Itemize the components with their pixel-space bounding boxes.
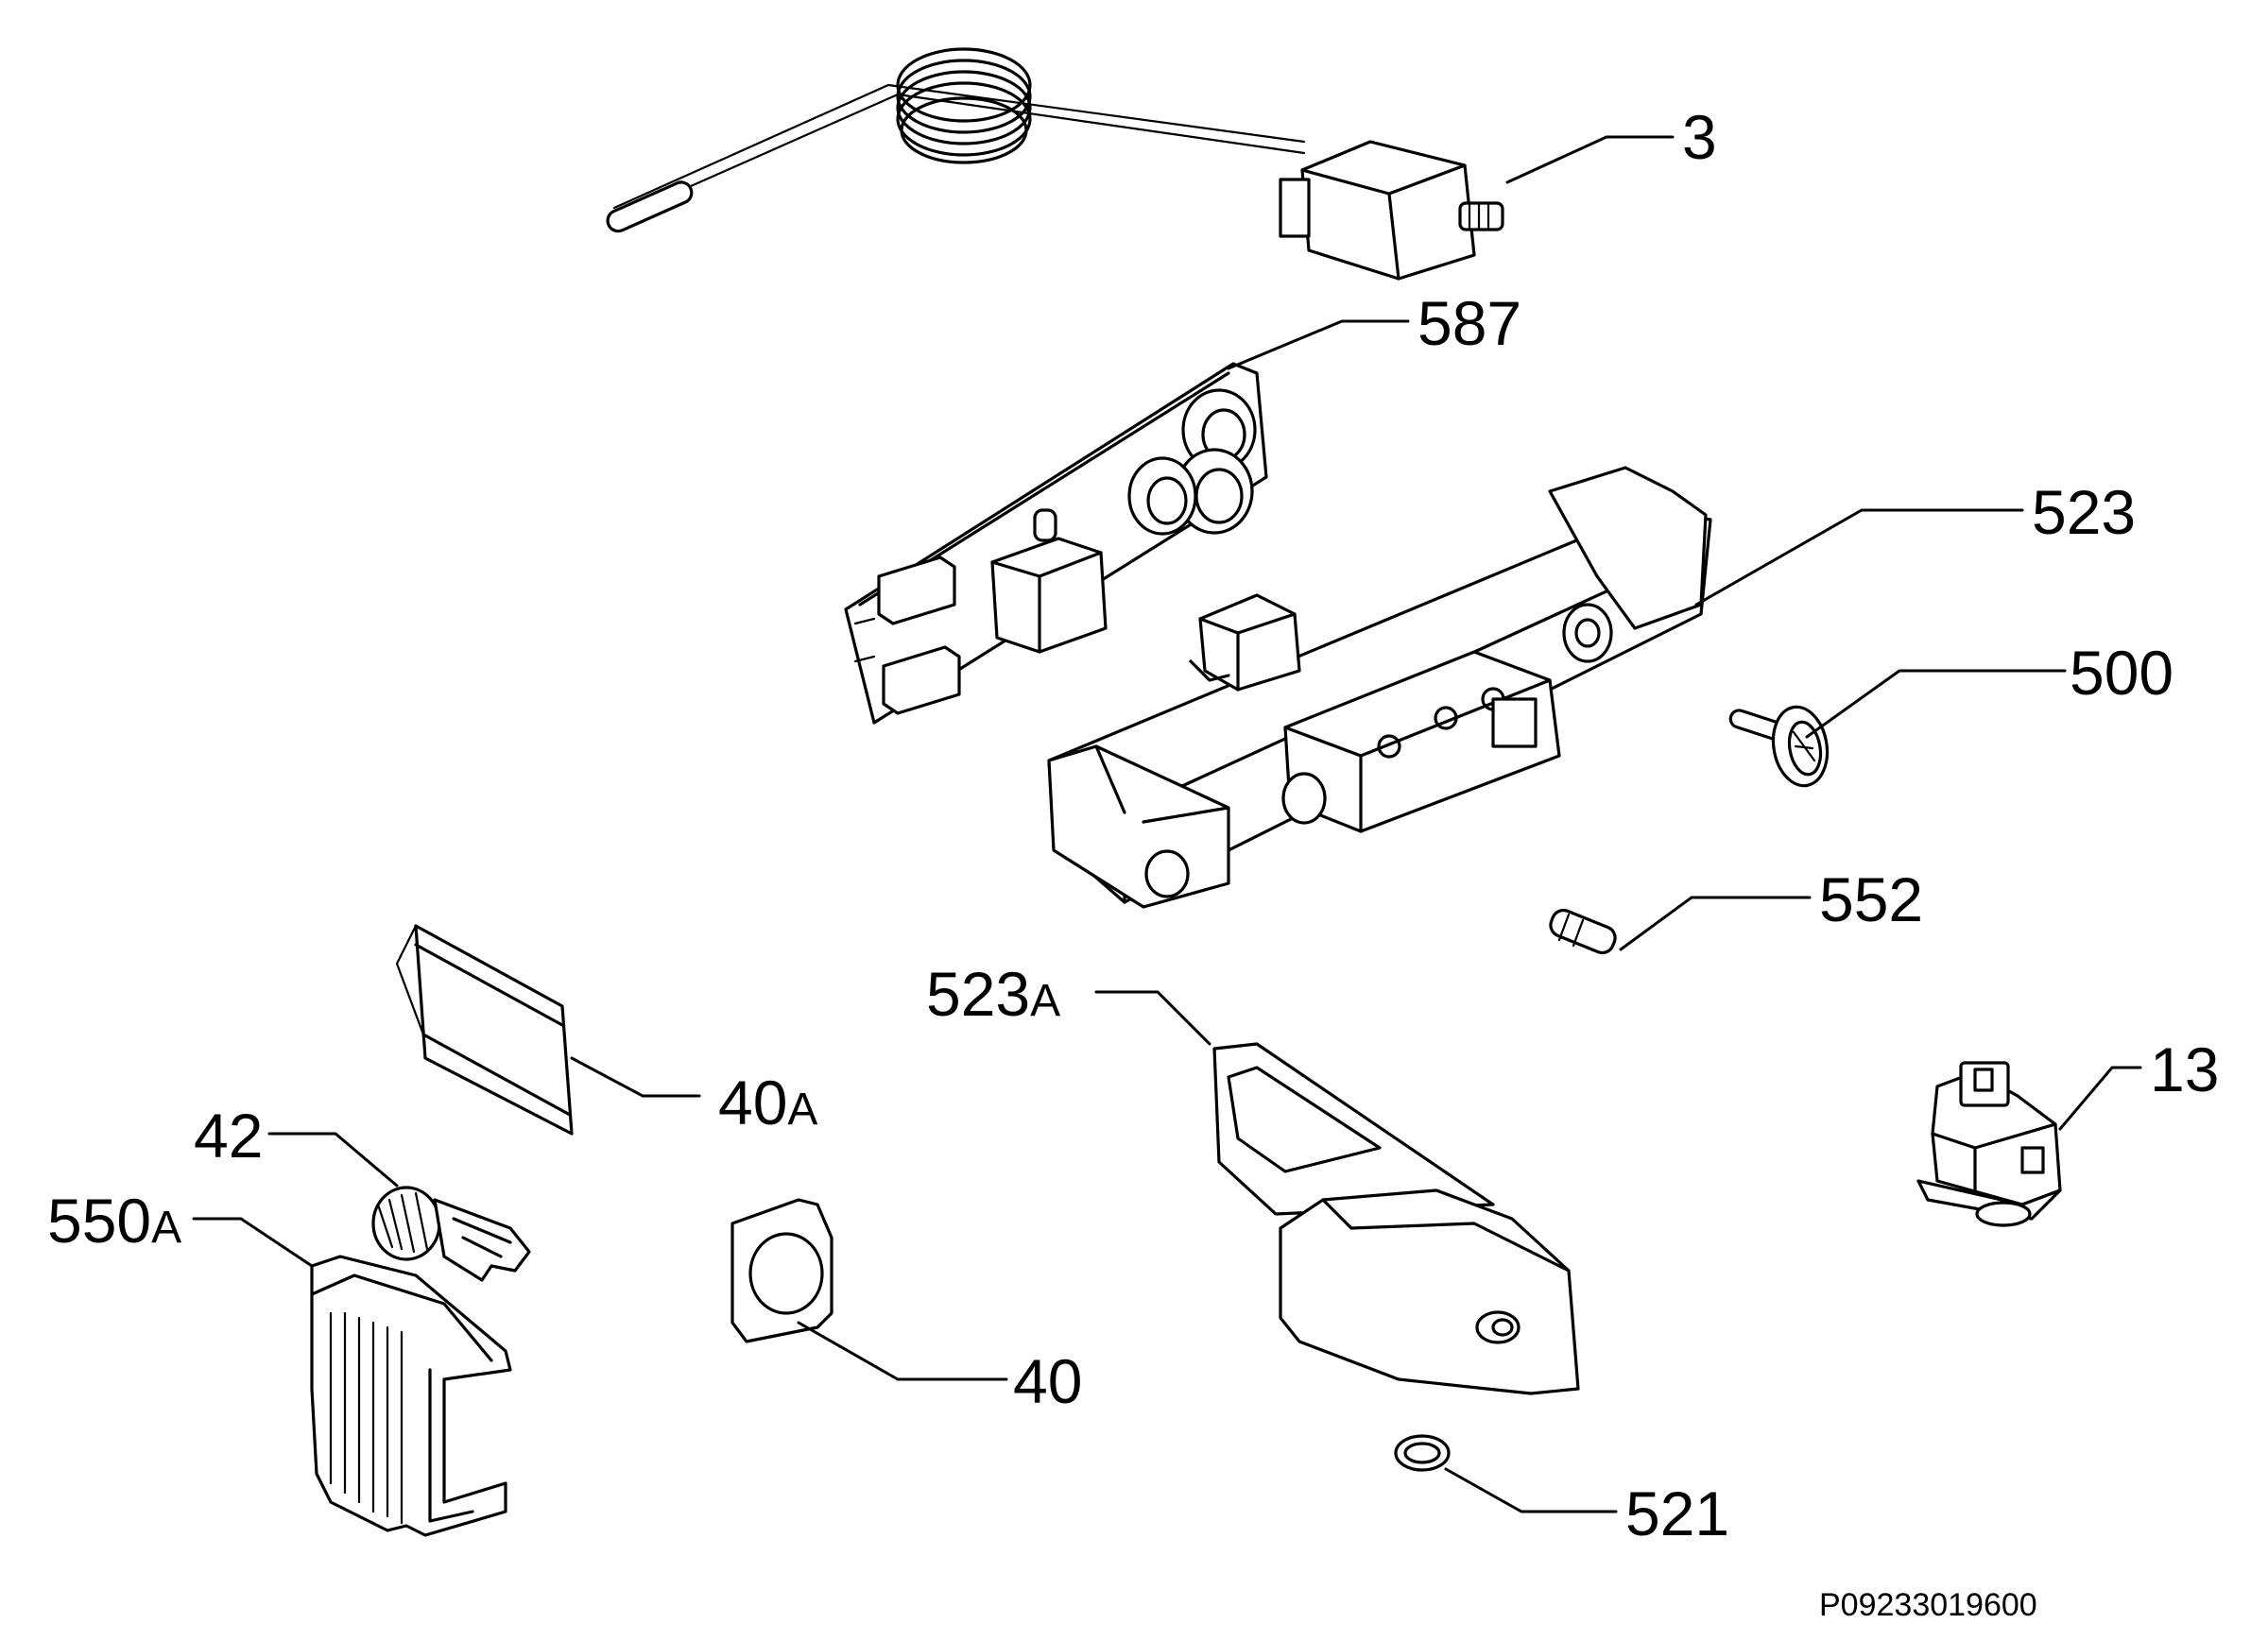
part-lamp-housing: [310, 1255, 512, 1537]
leader-lines: [192, 135, 2142, 1513]
callout-587: 587: [1418, 288, 1521, 358]
callout-552: 552: [1819, 864, 1923, 934]
leader-521: [1444, 1467, 1618, 1513]
leader-550A: [192, 1217, 314, 1268]
callout-500: 500: [2070, 638, 2174, 708]
callout-40: 40: [1013, 1346, 1082, 1416]
callout-40A-suffix: A: [787, 1085, 817, 1135]
callout-550A-suffix: A: [151, 1203, 181, 1253]
callout-523: 523: [2032, 477, 2136, 547]
part-lamp-cover: [1212, 1042, 1580, 1395]
callout-13: 13: [2150, 1034, 2219, 1104]
part-gasket: [730, 1198, 833, 1343]
callout-3: 3: [1682, 102, 1717, 172]
part-lamp-holder: [371, 1186, 531, 1282]
leader-40: [797, 1321, 1008, 1381]
leader-587: [1227, 319, 1410, 370]
callout-523A: 523A: [926, 959, 1060, 1029]
part-circuit-board: [844, 362, 1268, 725]
callout-42: 42: [194, 1101, 263, 1171]
leader-42: [267, 1132, 399, 1188]
callout-523A-suffix: A: [1030, 976, 1060, 1026]
callout-550A-number: 550: [47, 1186, 151, 1256]
part-control-frame: [1047, 466, 1712, 909]
drawing-code: P09233019600: [1819, 1587, 2037, 1623]
part-knob: [1728, 705, 1830, 788]
callout-40A: 40A: [718, 1068, 817, 1137]
leader-13: [2058, 1066, 2142, 1131]
leader-3: [1505, 135, 1675, 184]
leader-500: [1805, 669, 2067, 739]
part-lamp-bulb: [1549, 908, 1617, 955]
part-o-ring: [1394, 1434, 1451, 1472]
callout-40A-number: 40: [718, 1068, 787, 1137]
part-switch: [1916, 1061, 2062, 1227]
leader-523: [1694, 508, 2024, 607]
leader-523A: [1094, 990, 1211, 1046]
callout-550A: 550A: [47, 1186, 181, 1256]
leader-552: [1619, 896, 1812, 951]
callout-labels: 3 587 523 500 552 523A 13 40A 42 550A 40…: [47, 102, 2219, 1548]
callout-521: 521: [1625, 1479, 1729, 1548]
part-thermostat: [606, 47, 1504, 281]
leader-40A: [570, 1056, 701, 1098]
callout-523A-number: 523: [926, 959, 1030, 1029]
part-trim-strip: [395, 924, 574, 1136]
